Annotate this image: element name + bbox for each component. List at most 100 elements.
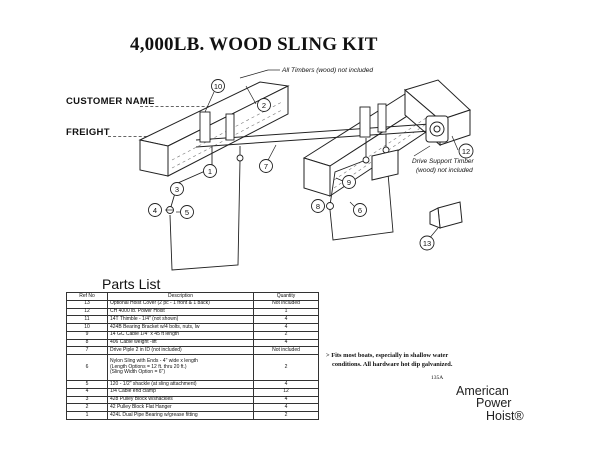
part-description: Nylon Sling with Ends - 4" wide x length…	[107, 354, 254, 381]
part-description-line: CH 4000 lb. Power Hoist	[110, 308, 165, 314]
callout-6: 6	[358, 206, 362, 215]
part-ref: 4	[66, 387, 108, 397]
callout-12: 12	[462, 147, 470, 156]
callout-1: 1	[208, 167, 212, 176]
drive-support-note-1: Drive Support Timber	[412, 158, 475, 165]
parts-list-heading: Parts List	[102, 276, 161, 292]
header-ref: Ref No	[66, 292, 108, 301]
logo-line-3: Hoist®	[486, 408, 524, 423]
part-description: Optional Hoist Cover (2 pc - 1 front & 1…	[107, 299, 254, 309]
customer-name-line	[140, 106, 220, 107]
part-description-line: Optional Hoist Cover (2 pc - 1 front & 1…	[110, 300, 210, 307]
logo-line-2: Power	[476, 396, 512, 411]
callout-5: 5	[185, 208, 189, 217]
part-ref: 13	[66, 299, 108, 309]
parts-table-header: Ref No Description Quantity	[66, 292, 319, 301]
part-description-line: (Length Options = 12 ft. thru 20 ft.)	[110, 363, 187, 370]
part-quantity: 4	[253, 403, 319, 412]
part-description: 428 Pulley Block w/shackles	[107, 395, 254, 405]
product-notes: > Fits most boats, especially in shallow…	[326, 352, 556, 369]
timbers-note: All Timbers (wood) not included	[281, 67, 373, 74]
part-description: 14 GC Cable 1/4" x 45 ft length	[107, 330, 254, 340]
header-quantity: Quantity	[253, 292, 319, 301]
part-description: CH 4000 lb. Power Hoist	[107, 307, 254, 317]
part-quantity: 1	[253, 307, 319, 317]
part-ref: 9	[66, 330, 108, 340]
part-quantity: 2	[253, 330, 319, 340]
part-description-line: 406 Cable weight -lift	[110, 339, 157, 345]
part-ref: 2	[66, 403, 108, 412]
part-description-line: 14T Thimble - 1/4" (not shown)	[110, 315, 179, 322]
logo-line-1: American	[456, 384, 509, 398]
drive-support-note-2: (wood) not included	[416, 167, 473, 174]
part-description-line: 424B Bearing Bracket w/4 bolts, nuts, lw	[110, 323, 200, 330]
part-description: 14T Thimble - 1/4" (not shown)	[107, 315, 254, 324]
callout-10: 10	[214, 82, 222, 91]
part-description: 1/4 Cable end clamp	[107, 387, 254, 397]
part-ref: 1	[66, 411, 108, 420]
part-quantity: 4	[253, 323, 319, 332]
part-ref: 7	[66, 346, 108, 355]
part-ref: 3	[66, 395, 108, 405]
cable-weight	[371, 149, 399, 181]
part-ref: 11	[66, 315, 108, 324]
part-quantity: 4	[253, 395, 319, 405]
part-description-line: 120 - 1/2" shackle (at sling attachment)	[110, 380, 197, 387]
part-description-line: 424L Dual Pipe Bearing w/grease fitting	[110, 411, 198, 418]
part-description: 424L Dual Pipe Bearing w/grease fitting	[107, 411, 254, 420]
part-ref: 6	[66, 354, 108, 381]
freight-label: FREIGHT	[66, 127, 110, 138]
header-description: Description	[107, 292, 254, 301]
hoist	[425, 115, 449, 143]
drive-pipe	[195, 123, 431, 148]
page-title: 4,000LB. WOOD SLING KIT	[130, 34, 378, 55]
part-ref: 8	[66, 338, 108, 348]
part-quantity: 4	[253, 338, 319, 348]
part-quantity: 2	[253, 411, 319, 420]
part-description: 120 - 1/2" shackle (at sling attachment)	[107, 380, 254, 389]
note-line-1: > Fits most boats, especially in shallow…	[326, 352, 449, 359]
part-ref: 5	[66, 380, 108, 389]
part-quantity: 4	[253, 380, 319, 389]
part-quantity: Not included	[253, 346, 319, 355]
part-description-line: 42 Pulley Block Flat Hanger	[110, 403, 172, 410]
part-description: 424B Bearing Bracket w/4 bolts, nuts, lw	[107, 323, 254, 332]
catalog-code: 135A	[431, 375, 444, 381]
part-quantity: 12	[253, 387, 319, 397]
american-power-hoist-logo: American Power Hoist®	[456, 385, 524, 422]
part-description: Drive Piple 2 in ID (not included)	[107, 346, 254, 355]
bearing-brackets	[199, 103, 387, 143]
note-line-2: conditions. All hardware hot dip galvani…	[332, 360, 453, 368]
callout-4: 4	[153, 206, 157, 215]
part-quantity: 4	[253, 315, 319, 324]
part-quantity: Not included	[253, 299, 319, 309]
part-ref: 12	[66, 307, 108, 317]
part-description-line: 14 GC Cable 1/4" x 45 ft length	[110, 331, 180, 338]
hoist-cover	[429, 201, 463, 229]
callout-9: 9	[347, 178, 351, 187]
customer-name-label: CUSTOMER NAME	[66, 96, 155, 107]
callout-3: 3	[175, 185, 179, 194]
part-description: 406 Cable weight -lift	[107, 338, 254, 348]
part-description-line: 428 Pulley Block w/shackles	[110, 396, 173, 402]
callout-7: 7	[264, 162, 268, 171]
callout-8: 8	[316, 202, 320, 211]
part-quantity: 2	[253, 354, 319, 381]
part-description-line: 1/4 Cable end clamp	[110, 388, 156, 395]
